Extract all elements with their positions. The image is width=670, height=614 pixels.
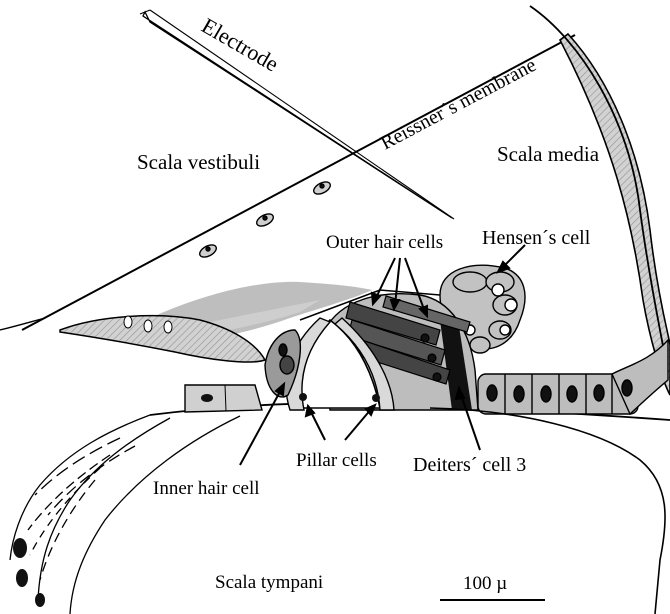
label-deiters-cell-3: Deiters´ cell 3	[413, 454, 526, 476]
label-scale-bar: 100 µ	[463, 573, 507, 594]
label-electrode: Electrode	[198, 13, 284, 77]
label-scala-media: Scala media	[497, 142, 600, 166]
label-scala-tympani: Scala tympani	[215, 572, 323, 593]
label-scala-vestibuli: Scala vestibuli	[137, 150, 260, 174]
label-hensens-cell: Hensen´s cell	[482, 227, 591, 249]
label-reissners-membrane: Reissner´s membrane	[377, 54, 540, 155]
lateral-wall	[560, 34, 670, 395]
label-pillar-cells: Pillar cells	[296, 450, 377, 471]
inner-sulcus-cells	[185, 385, 262, 412]
electrode	[140, 10, 454, 219]
membrane-cells	[198, 179, 333, 259]
label-outer-hair-cells: Outer hair cells	[326, 232, 443, 253]
nerve-fibers	[10, 415, 240, 614]
bony-wall-line	[0, 318, 45, 330]
label-inner-hair-cell: Inner hair cell	[153, 478, 260, 499]
ganglion-cells	[13, 538, 45, 607]
claudius-cells	[478, 340, 668, 414]
